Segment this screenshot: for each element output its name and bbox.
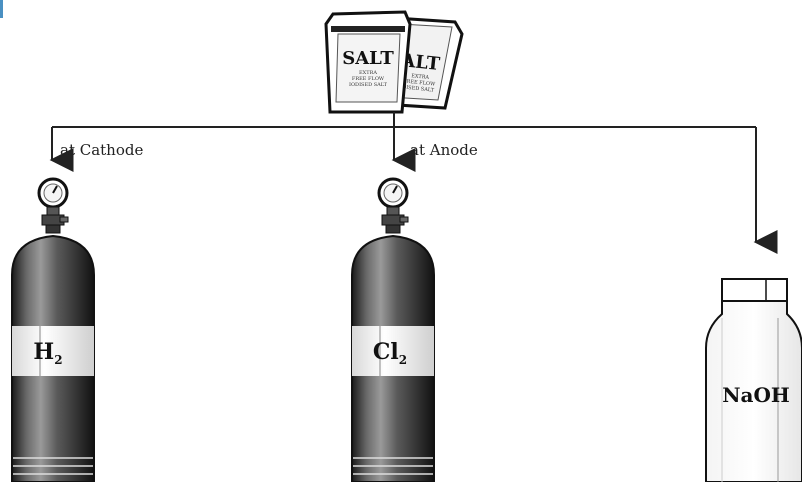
label-at-anode: at Anode: [410, 141, 478, 159]
pressure-gauge-icon: [39, 179, 68, 233]
naoh-bottle: NaOH: [706, 279, 802, 482]
bottle-cap: [722, 279, 787, 301]
formula-h2-subscript: 2: [54, 353, 62, 367]
salt-front-line-3: IODISED SALT: [349, 82, 388, 88]
salt-packet-front: SALT EXTRA FREE FLOW IODISED SALT: [326, 12, 410, 112]
pressure-gauge-icon: [379, 179, 408, 233]
formula-cl2-subscript: 2: [399, 353, 407, 367]
formula-h2-symbol: H: [33, 339, 54, 365]
formula-cl2-symbol: Cl: [373, 339, 399, 365]
salt-front-brand: SALT: [342, 48, 394, 69]
chlorine-cylinder: Cl2: [352, 179, 434, 482]
hydrogen-cylinder: H2: [12, 179, 94, 482]
label-at-cathode: at Cathode: [60, 141, 143, 159]
salt-packets: ALT EXTRA FREE FLOW DISED SALT SALT EXTR…: [326, 12, 462, 112]
label-naoh: NaOH: [722, 383, 790, 407]
